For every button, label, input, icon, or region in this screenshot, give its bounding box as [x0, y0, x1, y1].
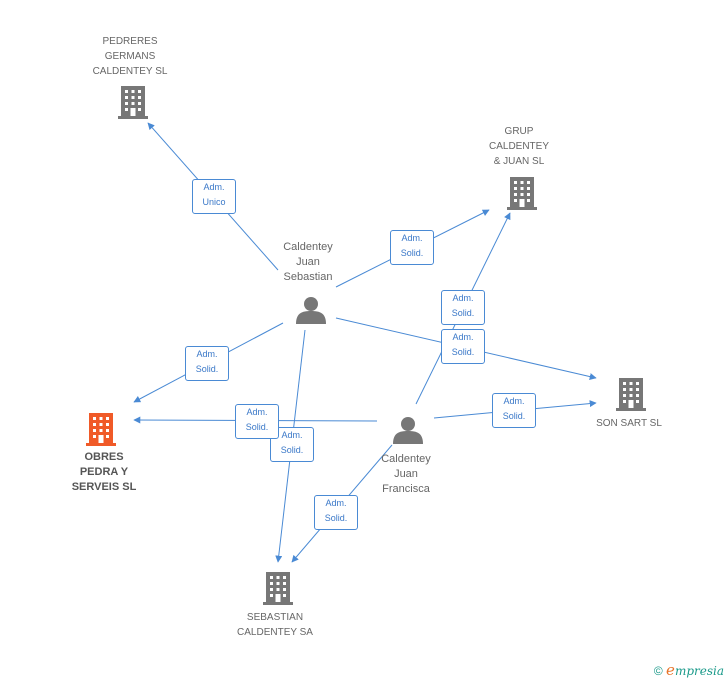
node-label-line: CALDENTEY SL [92, 66, 168, 77]
building-icon-grup[interactable] [507, 177, 537, 210]
role-badge-line: Solid. [451, 347, 475, 357]
role-badge-juan_francisca-to-sebastian_sa[interactable]: Adm. Solid. [314, 495, 358, 530]
role-badge-line: Solid. [400, 248, 424, 258]
role-badge-juan_francisca-to-obres[interactable]: Adm. Solid. [235, 404, 279, 439]
node-label-sebastian_sa[interactable]: SEBASTIAN CALDENTEY SA [220, 610, 330, 640]
role-badge-juan_sebastian-to-pedreres[interactable]: Adm. Unico [192, 179, 236, 214]
role-badge-juan_francisca-to-sonsart[interactable]: Adm. Solid. [492, 393, 536, 428]
node-label-pedreres[interactable]: PEDRERES GERMANS CALDENTEY SL [75, 34, 185, 79]
node-label-line: OBRES [84, 451, 124, 463]
node-label-line: SERVEIS SL [71, 481, 137, 493]
role-badge-line: Adm. [203, 182, 225, 192]
node-label-obres[interactable]: OBRES PEDRA Y SERVEIS SL [54, 450, 154, 495]
role-badge-line: Adm. [281, 430, 303, 440]
node-label-sonsart[interactable]: SON SART SL [579, 416, 679, 431]
role-badge-juan_sebastian-to-grup[interactable]: Adm. Solid. [390, 230, 434, 265]
role-badge-line: Adm. [503, 396, 525, 406]
brand-name: mpresia [674, 664, 724, 678]
role-badge-line: Adm. [246, 407, 268, 417]
building-icon-obres[interactable] [86, 413, 116, 446]
building-icon-sebastian_sa[interactable] [263, 572, 293, 605]
node-label-grup[interactable]: GRUP CALDENTEY & JUAN SL [474, 124, 564, 169]
role-badge-line: Solid. [195, 364, 219, 374]
person-icon-juan_francisca[interactable] [393, 417, 423, 444]
building-icon-sonsart[interactable] [616, 378, 646, 411]
role-badge-juan_francisca-to-grup[interactable]: Adm. Solid. [441, 290, 485, 325]
role-badge-line: Unico [202, 197, 226, 207]
role-badge-line: Adm. [325, 498, 347, 508]
node-label-line: CALDENTEY [488, 141, 549, 152]
building-icon-pedreres[interactable] [118, 86, 148, 119]
node-label-line: GERMANS [104, 51, 156, 62]
node-label-line: PEDRA Y [79, 466, 129, 478]
role-badge-line: Solid. [451, 308, 475, 318]
node-label-line: Juan [394, 468, 418, 480]
role-badge-juan_sebastian-to-sonsart[interactable]: Adm. Solid. [441, 329, 485, 364]
person-icon-juan_sebastian[interactable] [296, 297, 326, 324]
empresia-logo[interactable]: © empresia [654, 661, 724, 679]
node-label-line: Sebastian [283, 271, 333, 283]
role-badge-line: Solid. [280, 445, 304, 455]
role-badge-line: Adm. [452, 293, 474, 303]
node-label-line: GRUP [504, 126, 534, 137]
role-badge-line: Solid. [324, 513, 348, 523]
brand-e: e [666, 661, 675, 679]
node-label-line: Francisca [382, 483, 430, 495]
node-label-line: PEDRERES [102, 36, 158, 47]
node-label-line: Juan [296, 256, 320, 268]
role-badge-line: Solid. [502, 411, 526, 421]
node-label-line: Caldentey [381, 453, 431, 465]
node-label-line: Caldentey [283, 241, 333, 253]
role-badge-line: Adm. [452, 332, 474, 342]
role-badge-line: Solid. [245, 422, 269, 432]
role-badge-line: Adm. [196, 349, 218, 359]
node-label-line: SEBASTIAN [246, 612, 304, 623]
role-badge-line: Adm. [401, 233, 423, 243]
node-label-line: & JUAN SL [493, 156, 545, 167]
node-label-line: CALDENTEY SA [237, 627, 313, 638]
role-badge-juan_sebastian-to-obres[interactable]: Adm. Solid. [185, 346, 229, 381]
copyright-symbol: © [653, 664, 663, 678]
node-label-line: SON SART SL [596, 418, 662, 429]
